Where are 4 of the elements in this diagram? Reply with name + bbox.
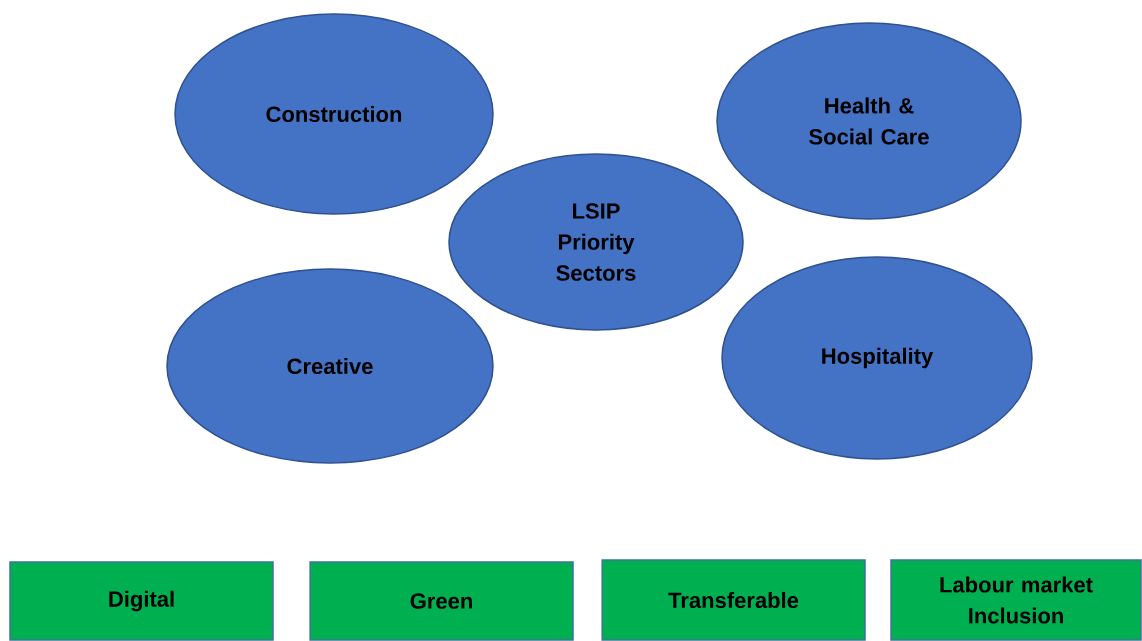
skill-box: Transferable	[601, 559, 866, 641]
skill-box: Digital	[9, 561, 274, 641]
skill-box: Green	[309, 561, 574, 641]
skill-box: Labour market Inclusion	[890, 559, 1142, 641]
